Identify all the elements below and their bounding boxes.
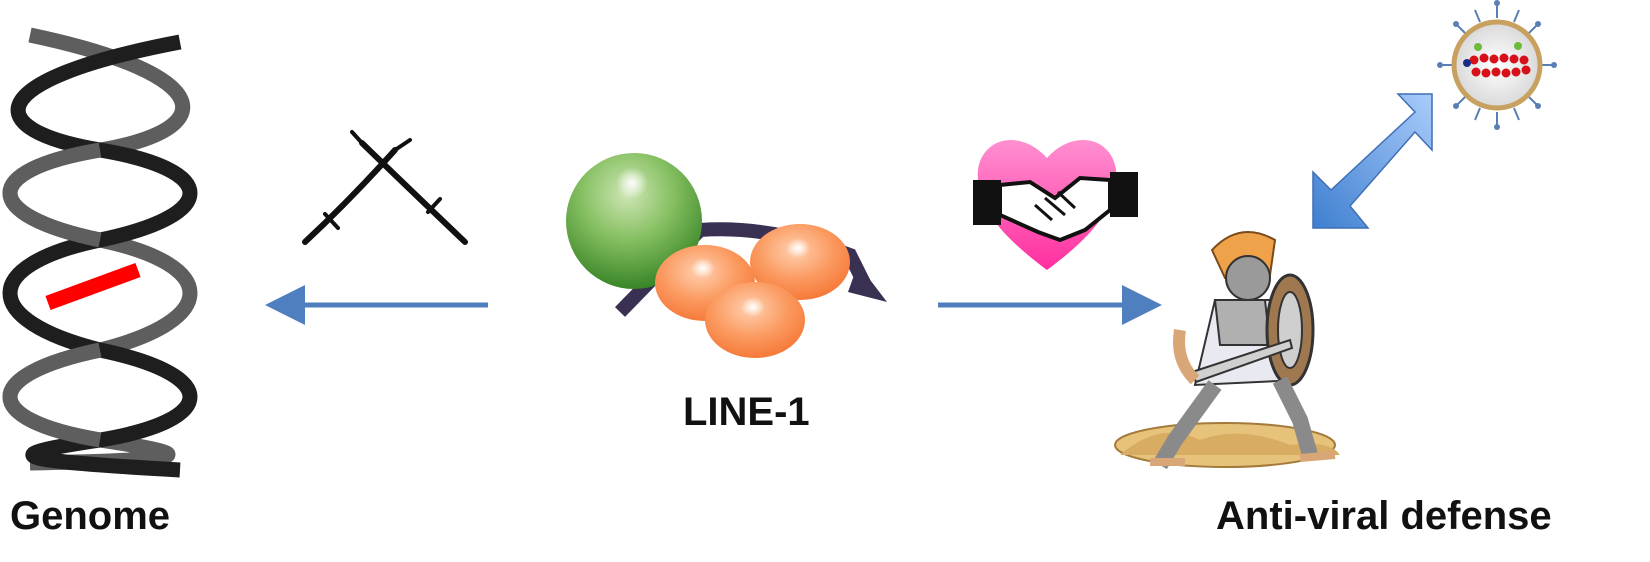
- line1-label: LINE-1: [683, 390, 810, 434]
- genome-label: Genome: [10, 494, 171, 538]
- anti-viral-defense-label: Anti-viral defense: [1216, 494, 1552, 538]
- dna-double-helix-icon: [2, 27, 198, 478]
- virus-particle-icon: [1437, 0, 1557, 130]
- insertion-segment: [45, 262, 141, 311]
- handshake-heart-icon: [973, 140, 1138, 270]
- armored-warrior-icon: [1114, 231, 1340, 470]
- crossed-swords-icon: [302, 130, 468, 245]
- double-headed-arrow-icon: [1312, 93, 1433, 229]
- line1-protein-complex-icon: [566, 153, 887, 358]
